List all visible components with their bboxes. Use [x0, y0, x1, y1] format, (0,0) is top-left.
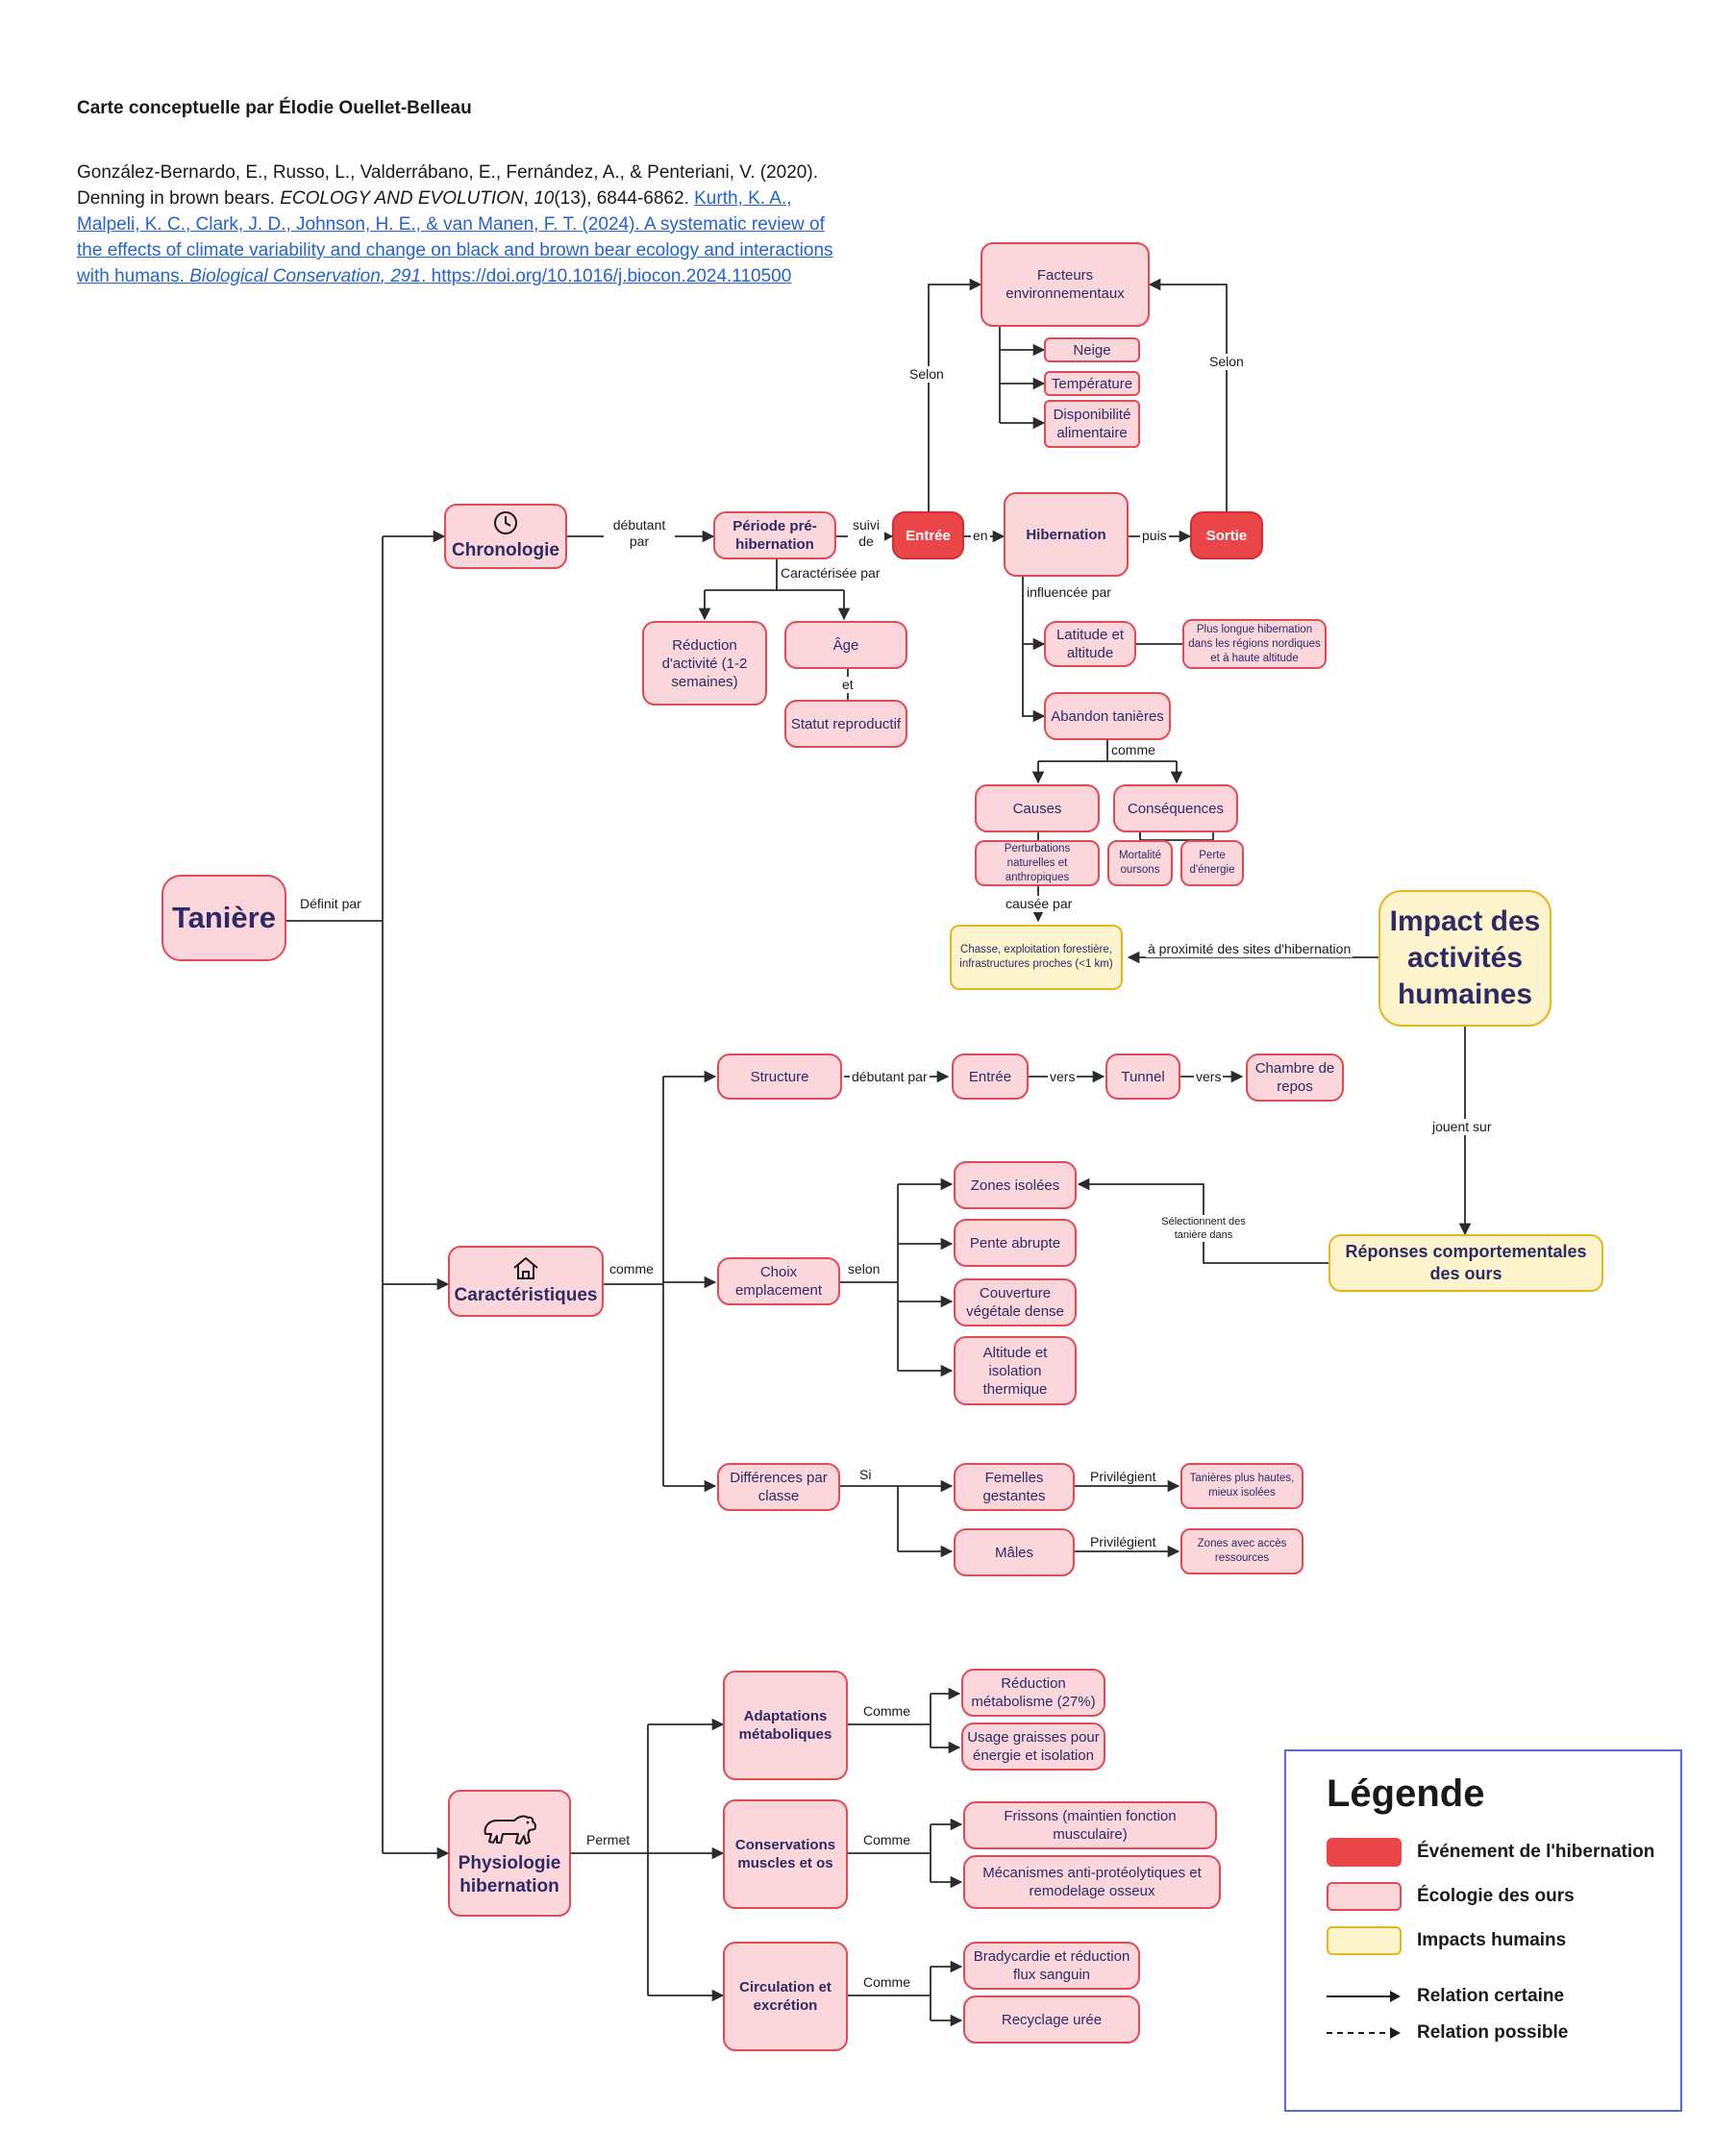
- node-neige[interactable]: Neige: [1044, 337, 1140, 362]
- node-causes[interactable]: Causes: [975, 784, 1100, 832]
- label-comme-caracteristiques: comme: [608, 1261, 656, 1277]
- node-caracteristiques[interactable]: Caractéristiques: [448, 1246, 604, 1317]
- node-tanieres-plus-hautes[interactable]: Tanières plus hautes, mieux isolées: [1180, 1463, 1303, 1509]
- legend-swatch-human: [1327, 1926, 1402, 1955]
- node-choix-emplacement[interactable]: Choix emplacement: [717, 1257, 840, 1305]
- node-chronologie[interactable]: Chronologie: [444, 504, 567, 569]
- label-comme-circulation: Comme: [861, 1974, 913, 1991]
- node-physiologie-hibernation[interactable]: Physiologie hibernation: [448, 1790, 571, 1917]
- node-plus-longue-hibernation[interactable]: Plus longue hibernation dans les régions…: [1182, 619, 1327, 669]
- node-frissons[interactable]: Frissons (maintien fonction musculaire): [963, 1801, 1217, 1849]
- label-comme-adaptations: Comme: [861, 1703, 913, 1720]
- node-consequences[interactable]: Conséquences: [1113, 784, 1238, 832]
- legend-item-event: Événement de l'hibernation: [1327, 1838, 1654, 1867]
- legend-item-human: Impacts humains: [1327, 1926, 1566, 1955]
- node-adaptations-metaboliques[interactable]: Adaptations métaboliques: [723, 1671, 848, 1780]
- clock-icon: [494, 510, 517, 534]
- legend-item-certain: Relation certaine: [1327, 1986, 1564, 2007]
- node-bradycardie[interactable]: Bradycardie et réduction flux sanguin: [963, 1942, 1140, 1990]
- node-femelles-gestantes[interactable]: Femelles gestantes: [954, 1463, 1075, 1511]
- node-perte-energie[interactable]: Perte d'énergie: [1180, 840, 1244, 886]
- label-puis: puis: [1140, 528, 1169, 544]
- node-sortie[interactable]: Sortie: [1190, 511, 1263, 559]
- label-comme-abandon: comme: [1109, 742, 1157, 758]
- node-couverture-vegetale[interactable]: Couverture végétale dense: [954, 1278, 1077, 1326]
- house-icon: [513, 1256, 538, 1279]
- dashed-arrow-icon: [1327, 2027, 1401, 2039]
- node-zones-isolees[interactable]: Zones isolées: [954, 1161, 1077, 1209]
- node-entree[interactable]: Entrée: [892, 511, 964, 559]
- node-latitude-altitude[interactable]: Latitude et altitude: [1044, 621, 1136, 667]
- label-debutant-par: débutant par: [604, 517, 675, 550]
- node-chambre-repos[interactable]: Chambre de repos: [1246, 1053, 1344, 1102]
- legend-swatch-event: [1327, 1838, 1402, 1867]
- node-impact-activites-humaines[interactable]: Impact des activités humaines: [1378, 890, 1552, 1027]
- bear-icon: [484, 1815, 537, 1845]
- node-pente-abrupte[interactable]: Pente abrupte: [954, 1219, 1077, 1267]
- label-vers-1: vers: [1048, 1069, 1078, 1085]
- label-causee-par: causée par: [1004, 896, 1075, 912]
- node-conservations-muscles-os[interactable]: Conservations muscles et os: [723, 1799, 848, 1909]
- label-et: et: [840, 677, 856, 693]
- label-selon-left: Selon: [907, 366, 946, 383]
- node-recyclage-uree[interactable]: Recyclage urée: [963, 1995, 1140, 2044]
- node-mecanismes-anti-proteolytiques[interactable]: Mécanismes anti-protéolytiques et remode…: [963, 1855, 1221, 1909]
- legend-item-possible: Relation possible: [1327, 2022, 1568, 2044]
- node-disponibilite-alimentaire[interactable]: Disponibilité alimentaire: [1044, 400, 1140, 448]
- node-entree-structure[interactable]: Entrée: [952, 1053, 1029, 1100]
- node-males[interactable]: Mâles: [954, 1528, 1075, 1576]
- legend: Légende Événement de l'hibernation Écolo…: [1284, 1749, 1682, 2112]
- legend-item-ecology: Écologie des ours: [1327, 1882, 1575, 1911]
- label-definit-par: Définit par: [298, 896, 363, 912]
- label-jouent-sur: jouent sur: [1430, 1119, 1494, 1135]
- page-title: Carte conceptuelle par Élodie Ouellet-Be…: [77, 98, 472, 118]
- label-selectionnent: Sélectionnent des tanière dans: [1155, 1215, 1252, 1242]
- label-privilegient-2: Privilégient: [1088, 1534, 1158, 1550]
- label-influencee-par: influencée par: [1025, 584, 1113, 601]
- references: González-Bernardo, E., Russo, L., Valder…: [77, 162, 833, 286]
- node-circulation-excretion[interactable]: Circulation et excrétion: [723, 1942, 848, 2051]
- citation-1-volume: 10: [534, 188, 555, 209]
- legend-title: Légende: [1327, 1772, 1485, 1815]
- node-altitude-isolation[interactable]: Altitude et isolation thermique: [954, 1336, 1077, 1405]
- node-hibernation[interactable]: Hibernation: [1004, 492, 1129, 577]
- label-selon-choix: selon: [846, 1261, 882, 1277]
- label-en: en: [971, 528, 990, 544]
- node-reponses-comportementales[interactable]: Réponses comportementales des ours: [1328, 1234, 1603, 1292]
- node-statut-reproductif[interactable]: Statut reproductif: [784, 700, 907, 748]
- label-si: Si: [857, 1467, 874, 1483]
- node-perturbations[interactable]: Perturbations naturelles et anthropiques: [975, 840, 1100, 886]
- node-pre-hibernation[interactable]: Période pré-hibernation: [713, 511, 836, 559]
- citation-2-link[interactable]: Kurth, K. A., Malpeli, K. C., Clark, J. …: [77, 188, 833, 286]
- node-structure[interactable]: Structure: [717, 1053, 842, 1100]
- label-selon-right: Selon: [1207, 354, 1246, 370]
- citation-1-journal: ECOLOGY AND EVOLUTION: [280, 188, 524, 209]
- label-debutant-par-structure: débutant par: [850, 1069, 930, 1085]
- node-temperature[interactable]: Température: [1044, 371, 1140, 396]
- node-reduction-metabolisme[interactable]: Réduction métabolisme (27%): [961, 1669, 1105, 1717]
- legend-swatch-ecology: [1327, 1882, 1402, 1911]
- label-privilegient-1: Privilégient: [1088, 1469, 1158, 1485]
- node-chasse-exploitation[interactable]: Chasse, exploitation forestière, infrast…: [950, 925, 1123, 990]
- node-taniere[interactable]: Tanière: [161, 875, 286, 961]
- node-reduction-activite[interactable]: Réduction d'activité (1-2 semaines): [642, 621, 767, 706]
- label-permet: Permet: [584, 1832, 633, 1848]
- node-usage-graisses[interactable]: Usage graisses pour énergie et isolation: [961, 1722, 1105, 1771]
- solid-arrow-icon: [1327, 1991, 1401, 2002]
- label-suivi-de: suivi de: [848, 517, 884, 550]
- node-differences-classe[interactable]: Différences par classe: [717, 1463, 840, 1511]
- label-vers-2: vers: [1194, 1069, 1224, 1085]
- label-comme-conservations: Comme: [861, 1832, 913, 1848]
- node-zones-acces-ressources[interactable]: Zones avec accès ressources: [1180, 1528, 1303, 1574]
- label-a-proximite: à proximité des sites d'hibernation: [1146, 941, 1353, 957]
- node-facteurs-environnementaux[interactable]: Facteurs environnementaux: [981, 242, 1150, 327]
- citation-2-doi-link[interactable]: https://doi.org/10.1016/j.biocon.2024.11…: [431, 266, 792, 286]
- node-mortalite-oursons[interactable]: Mortalité oursons: [1107, 840, 1173, 886]
- node-abandon-tanieres[interactable]: Abandon tanières: [1044, 692, 1171, 740]
- label-caracterisee-par: Caractérisée par: [779, 565, 882, 582]
- citation-1: González-Bernardo, E., Russo, L., Valder…: [77, 162, 818, 209]
- node-tunnel[interactable]: Tunnel: [1105, 1053, 1180, 1100]
- node-age[interactable]: Âge: [784, 621, 907, 669]
